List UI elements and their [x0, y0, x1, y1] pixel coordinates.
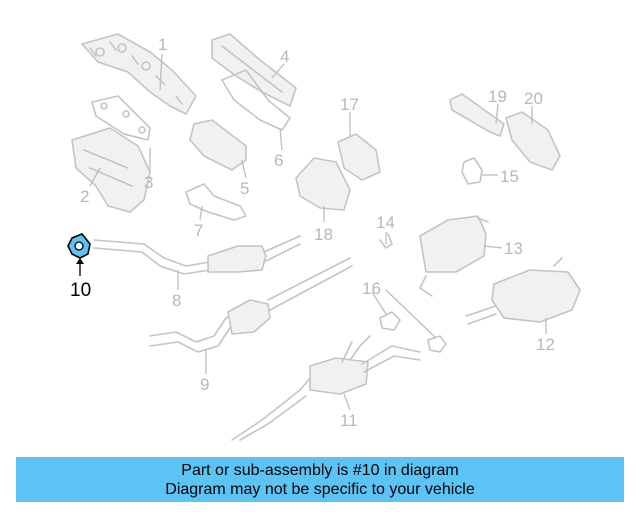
callout-8: 8: [172, 291, 181, 310]
part-5-heat-shield: [189, 119, 247, 171]
part-17-heat-shield: [337, 133, 381, 181]
arrowhead-10: [76, 258, 84, 264]
callout-4: 4: [280, 47, 289, 66]
part-20-bracket: [505, 111, 561, 171]
callout-11: 11: [340, 411, 358, 430]
callout-12: 12: [536, 335, 555, 354]
callout-20: 20: [524, 89, 543, 108]
part-6-gasket: [221, 69, 291, 131]
callout-6: 6: [274, 151, 283, 170]
banner-line-1: Part or sub-assembly is #10 in diagram: [181, 461, 459, 479]
callout-19: 19: [488, 87, 507, 106]
part-8-front-pipe: [93, 235, 301, 275]
part-2-exhaust-manifold: [71, 127, 151, 213]
part-15-bracket: [461, 157, 483, 185]
part-16-hangers: [379, 311, 447, 353]
callout-18: 18: [314, 225, 333, 244]
part-3-manifold-gasket: [91, 95, 151, 141]
callout-14: 14: [376, 213, 395, 232]
callout-16: 16: [362, 279, 381, 298]
info-banner: Part or sub-assembly is #10 in diagram D…: [16, 457, 624, 502]
part-10-gasket-highlighted[interactable]: [67, 233, 91, 259]
callout-13: 13: [504, 239, 523, 258]
part-4-heat-shield: [211, 33, 297, 107]
callout-3: 3: [144, 173, 153, 192]
part-14-clamp: [379, 233, 393, 249]
banner-line-2: Diagram may not be specific to your vehi…: [165, 480, 475, 498]
callout-5: 5: [240, 179, 249, 198]
callout-7: 7: [194, 221, 203, 240]
callout-17: 17: [340, 95, 359, 114]
part-18-heat-shield: [295, 157, 351, 211]
callout-labels: 1 2 3 4 5 6 7 8 9 10 11 12 13 14 15 16 1…: [70, 35, 555, 430]
part-13-muffler: [419, 215, 489, 297]
exhaust-parts-diagram: 1 2 3 4 5 6 7 8 9 10 11 12 13 14 15 16 1…: [67, 33, 581, 441]
callout-10: 10: [70, 280, 91, 301]
part-1-exhaust-manifold: [81, 33, 197, 115]
part-19-bracket: [449, 93, 505, 137]
callout-1: 1: [158, 35, 167, 54]
part-12-rear-muffler: [465, 257, 581, 325]
part-7-bracket: [185, 183, 247, 221]
callout-15: 15: [500, 167, 519, 186]
callout-2: 2: [80, 187, 89, 206]
callout-9: 9: [200, 375, 209, 394]
part-11-center-pipe: [231, 335, 421, 441]
leader-lines: [79, 53, 547, 411]
part-9-front-pipe: [149, 257, 353, 353]
